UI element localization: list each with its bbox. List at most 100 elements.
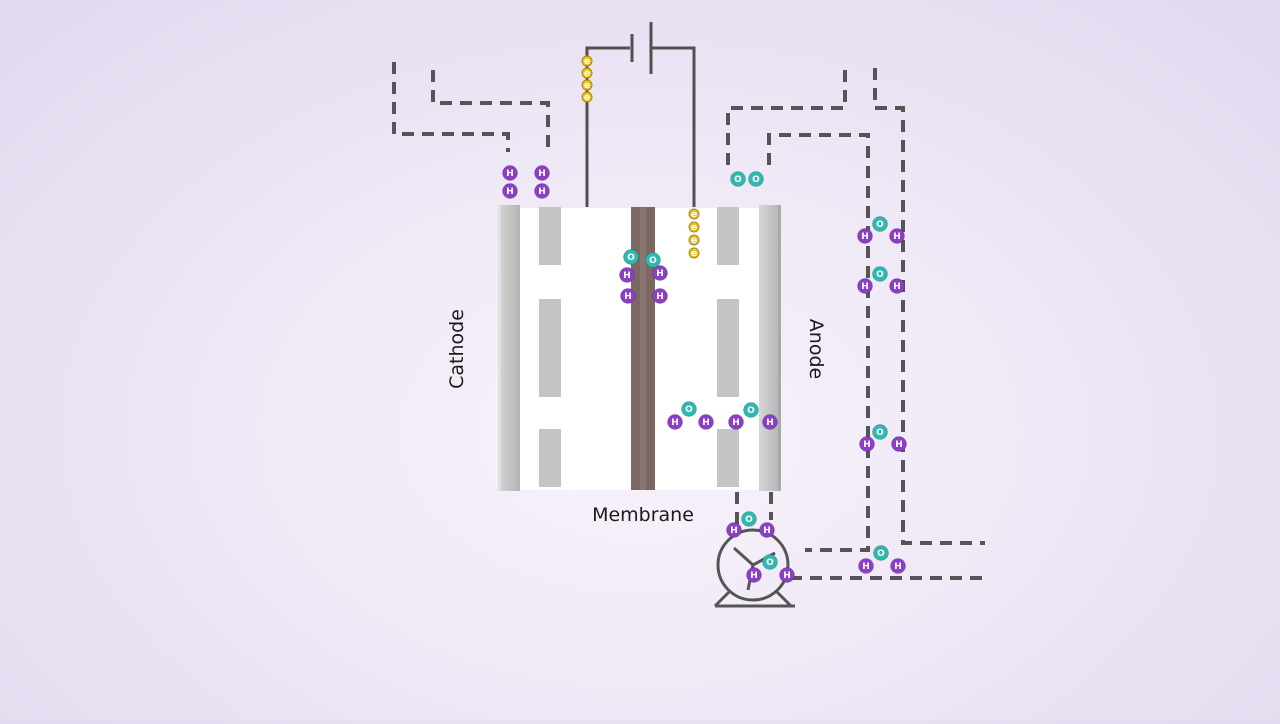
electron: e — [688, 208, 700, 220]
electron: e — [688, 234, 700, 246]
svg-text:O: O — [876, 270, 884, 280]
svg-text:e: e — [691, 223, 697, 233]
membrane — [631, 207, 655, 490]
hydrogen-atom: H — [652, 288, 668, 304]
hydrogen-atom: H — [857, 228, 873, 244]
oxygen-atom: O — [762, 554, 778, 570]
svg-text:O: O — [877, 549, 885, 559]
svg-text:e: e — [584, 57, 590, 67]
svg-text:H: H — [863, 440, 871, 450]
hydrogen-atom: H — [502, 165, 518, 181]
hydrogen-atom: H — [891, 436, 907, 452]
cathode-plate — [498, 205, 520, 491]
svg-text:e: e — [691, 210, 697, 220]
svg-text:O: O — [766, 558, 774, 568]
svg-text:H: H — [750, 571, 758, 581]
svg-text:H: H — [861, 282, 869, 292]
hydrogen-atom: H — [890, 558, 906, 574]
svg-text:O: O — [627, 253, 635, 263]
svg-text:H: H — [702, 418, 710, 428]
electron: e — [581, 91, 593, 103]
svg-text:H: H — [766, 418, 774, 428]
hydrogen-atom: H — [857, 278, 873, 294]
svg-text:O: O — [876, 220, 884, 230]
hydrogen-atom: H — [619, 267, 635, 283]
svg-text:H: H — [624, 292, 632, 302]
oxygen-atom: O — [730, 171, 746, 187]
cathode-outlet-pipe — [392, 62, 550, 152]
svg-text:H: H — [862, 562, 870, 572]
anode-plate — [759, 205, 781, 491]
svg-text:O: O — [685, 405, 693, 415]
oxygen-atom: O — [681, 401, 697, 417]
svg-text:H: H — [732, 418, 740, 428]
anode-electrode-blocks — [717, 207, 739, 487]
anode-label: Anode — [805, 319, 827, 379]
svg-text:H: H — [538, 187, 546, 197]
svg-text:e: e — [584, 93, 590, 103]
electron: e — [581, 67, 593, 79]
hydrogen-atom: H — [726, 522, 742, 538]
electron: e — [581, 55, 593, 67]
hydrogen-atom: H — [502, 183, 518, 199]
svg-text:e: e — [584, 81, 590, 91]
hydrogen-atom: H — [667, 414, 683, 430]
hydrogen-atom: H — [534, 165, 550, 181]
svg-text:H: H — [656, 292, 664, 302]
hydrogen-atom: H — [762, 414, 778, 430]
oxygen-atom: O — [645, 252, 661, 268]
hydrogen-atom: H — [746, 567, 762, 583]
anode-outlet-pipe — [726, 68, 985, 552]
oxygen-atom: O — [743, 402, 759, 418]
svg-text:H: H — [783, 571, 791, 581]
svg-text:H: H — [894, 562, 902, 572]
svg-text:H: H — [893, 232, 901, 242]
svg-text:H: H — [763, 526, 771, 536]
hydrogen-atom: H — [779, 567, 795, 583]
cathode-electrode-blocks — [539, 207, 561, 487]
hydrogen-atom: H — [889, 228, 905, 244]
svg-text:H: H — [506, 187, 514, 197]
battery-icon — [630, 22, 653, 74]
svg-text:O: O — [649, 256, 657, 266]
hydrogen-atom: H — [620, 288, 636, 304]
oxygen-atom: O — [748, 171, 764, 187]
svg-text:H: H — [623, 271, 631, 281]
oxygen-atom: O — [741, 511, 757, 527]
hydrogen-atom: H — [759, 522, 775, 538]
hydrogen-atom: H — [858, 558, 874, 574]
svg-text:e: e — [691, 236, 697, 246]
oxygen-atom: O — [872, 216, 888, 232]
electron: e — [581, 79, 593, 91]
oxygen-atom: O — [872, 424, 888, 440]
svg-text:H: H — [893, 282, 901, 292]
electron: e — [688, 247, 700, 259]
svg-text:O: O — [745, 515, 753, 525]
svg-text:O: O — [734, 175, 742, 185]
hydrogen-atom: H — [534, 183, 550, 199]
svg-text:O: O — [876, 428, 884, 438]
hydrogen-atom: H — [652, 265, 668, 281]
oxygen-atom: O — [623, 249, 639, 265]
hydrogen-atom: H — [728, 414, 744, 430]
svg-text:H: H — [656, 269, 664, 279]
svg-text:H: H — [895, 440, 903, 450]
hydrogen-atom: H — [859, 436, 875, 452]
svg-text:H: H — [730, 526, 738, 536]
hydrogen-atom: H — [889, 278, 905, 294]
svg-text:H: H — [671, 418, 679, 428]
membrane-label: Membrane — [592, 504, 694, 526]
oxygen-atom: O — [872, 266, 888, 282]
cathode-label: Cathode — [446, 309, 468, 389]
svg-text:e: e — [584, 69, 590, 79]
svg-text:O: O — [747, 406, 755, 416]
circuit-wire — [585, 46, 696, 207]
svg-text:O: O — [752, 175, 760, 185]
pump-icon — [713, 528, 795, 608]
oxygen-atom: O — [873, 545, 889, 561]
svg-text:H: H — [538, 169, 546, 179]
svg-text:e: e — [691, 249, 697, 259]
electron: e — [688, 221, 700, 233]
